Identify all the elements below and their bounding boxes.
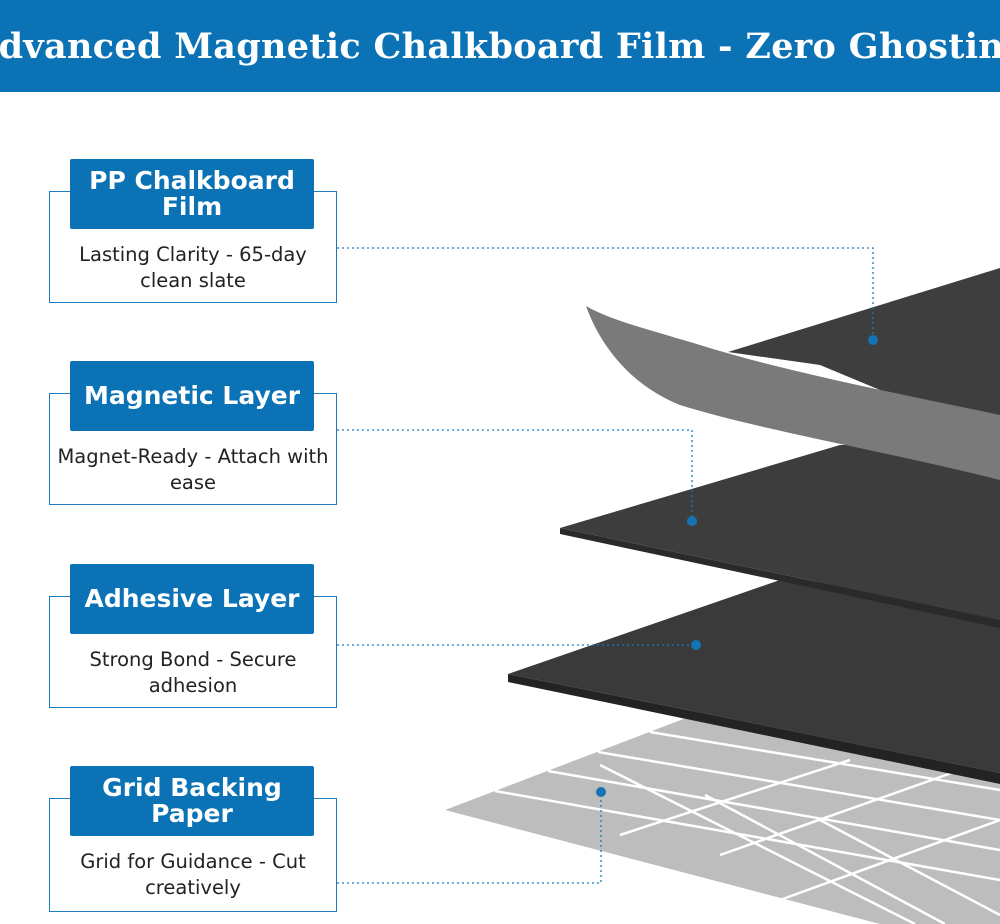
layer-title: Grid Backing Paper (102, 773, 282, 828)
connector-dots (596, 335, 878, 797)
dot-chalkboard-film (868, 335, 878, 345)
dot-adhesive-layer (691, 640, 701, 650)
layer-title-badge: PP Chalkboard Film (70, 159, 314, 229)
leader-chalkboard-film (337, 247, 874, 340)
dot-magnetic-layer (687, 516, 697, 526)
header-banner: Advanced Magnetic Chalkboard Film - Zero… (0, 0, 1000, 92)
layer-title: PP Chalkboard Film (89, 166, 295, 221)
layer-description: Grid for Guidance - Cut creatively (80, 850, 306, 899)
magnetic-layer-sheet (560, 445, 1000, 628)
page-title: Advanced Magnetic Chalkboard Film - Zero… (0, 25, 1000, 67)
layer-title: Magnetic Layer (83, 381, 301, 410)
layer-title-badge: Grid Backing Paper (70, 766, 314, 836)
layer-description: Lasting Clarity - 65-day clean slate (79, 243, 307, 292)
grid-backing-paper-sheet (445, 705, 1000, 924)
chalkboard-film-sheet (586, 268, 1000, 480)
connector-leaders (337, 247, 874, 884)
layer-title-badge: Magnetic Layer (70, 361, 314, 431)
layer-description: Magnet-Ready - Attach with ease (57, 445, 329, 494)
layer-description: Strong Bond - Secure adhesion (89, 648, 297, 697)
layer-title-badge: Adhesive Layer (70, 564, 314, 634)
dot-grid-backing (596, 787, 606, 797)
leader-magnetic-layer (337, 429, 693, 521)
adhesive-layer-sheet (508, 580, 1000, 784)
layer-title: Adhesive Layer (84, 584, 300, 613)
